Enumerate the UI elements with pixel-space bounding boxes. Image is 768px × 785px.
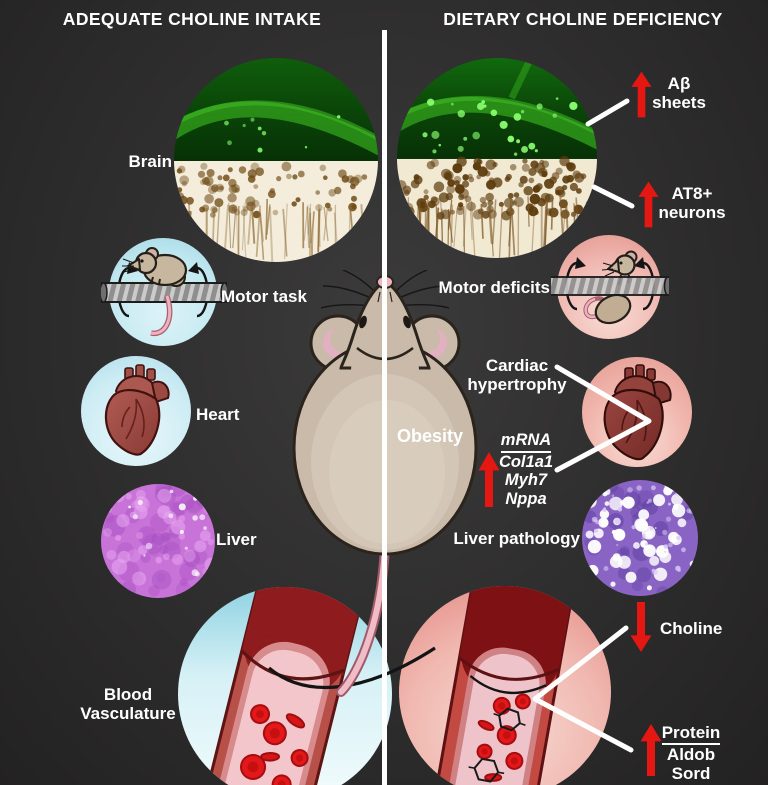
heart-right-image: [582, 357, 692, 467]
brain-right-image: [396, 57, 598, 259]
protein-up-arrow-icon: [640, 724, 662, 776]
choline-down-arrow-icon: [630, 602, 652, 652]
falling-mouse: [583, 250, 638, 325]
abeta-up-arrow-icon: [631, 71, 652, 118]
metabolite-molecules: [468, 707, 526, 783]
brain-left-image: [174, 58, 378, 262]
abeta-sheets-label: Aβ sheets: [652, 74, 706, 112]
mrna-list: mRNA Col1a1 Myh7 Nppa: [489, 431, 563, 508]
mrna-up-arrow-icon: [478, 452, 500, 507]
left-panel-title: ADEQUATE CHOLINE INTAKE: [62, 9, 322, 29]
protein-list: Protein Aldob Sord: [656, 723, 726, 783]
choline-label: Choline: [660, 619, 723, 638]
heart-left-image: [81, 356, 191, 466]
mrna-header: mRNA: [500, 431, 552, 453]
fluorescent-plaques: [422, 97, 578, 156]
mouse-on-rod: [122, 247, 188, 337]
mrna-item: Nppa: [505, 489, 547, 508]
blood-vasculature-label: Blood Vasculature: [80, 685, 176, 723]
vessel-left: [202, 587, 363, 785]
mouse-eye-left: [359, 315, 367, 329]
heart-illustration: [104, 364, 170, 456]
liver-pathology-label: Liver pathology: [453, 529, 580, 548]
heart-label: Heart: [196, 405, 240, 424]
motor-task-left-image: [101, 238, 227, 346]
at8-up-arrow-icon: [638, 181, 659, 228]
rotarod: [551, 276, 669, 296]
motor-task-label: Motor task: [221, 287, 307, 306]
right-panel-title: DIETARY CHOLINE DEFICIENCY: [443, 9, 723, 29]
mrna-item: Myh7: [504, 471, 548, 489]
rotarod: [101, 282, 227, 303]
motor-deficit-right-image: [551, 235, 669, 339]
protein-item: Aldob: [666, 745, 716, 764]
obesity-label: Obesity: [396, 426, 464, 446]
at8-neurons-label: AT8+ neurons: [658, 184, 726, 222]
mrna-item: Col1a1: [498, 452, 554, 471]
mouse-eye-right: [403, 315, 411, 329]
center-divider: [382, 30, 387, 785]
blood-left-image: [178, 587, 436, 785]
liver-label: Liver: [216, 530, 257, 549]
cardiac-hypertrophy-label: Cardiac hypertrophy: [467, 356, 567, 394]
red-blood-cells: [240, 704, 309, 785]
protein-header: Protein: [661, 723, 721, 745]
liver-right-image: [582, 480, 698, 596]
protein-item: Sord: [671, 764, 711, 783]
fluorescent-plaques: [224, 115, 341, 153]
stained-neurons: [176, 161, 368, 219]
liver-left-image: [101, 484, 215, 598]
line-to-at8: [591, 184, 635, 209]
whiskers: [320, 270, 450, 309]
motor-deficits-label: Motor deficits: [438, 278, 550, 297]
brain-label: Brain: [128, 152, 172, 171]
